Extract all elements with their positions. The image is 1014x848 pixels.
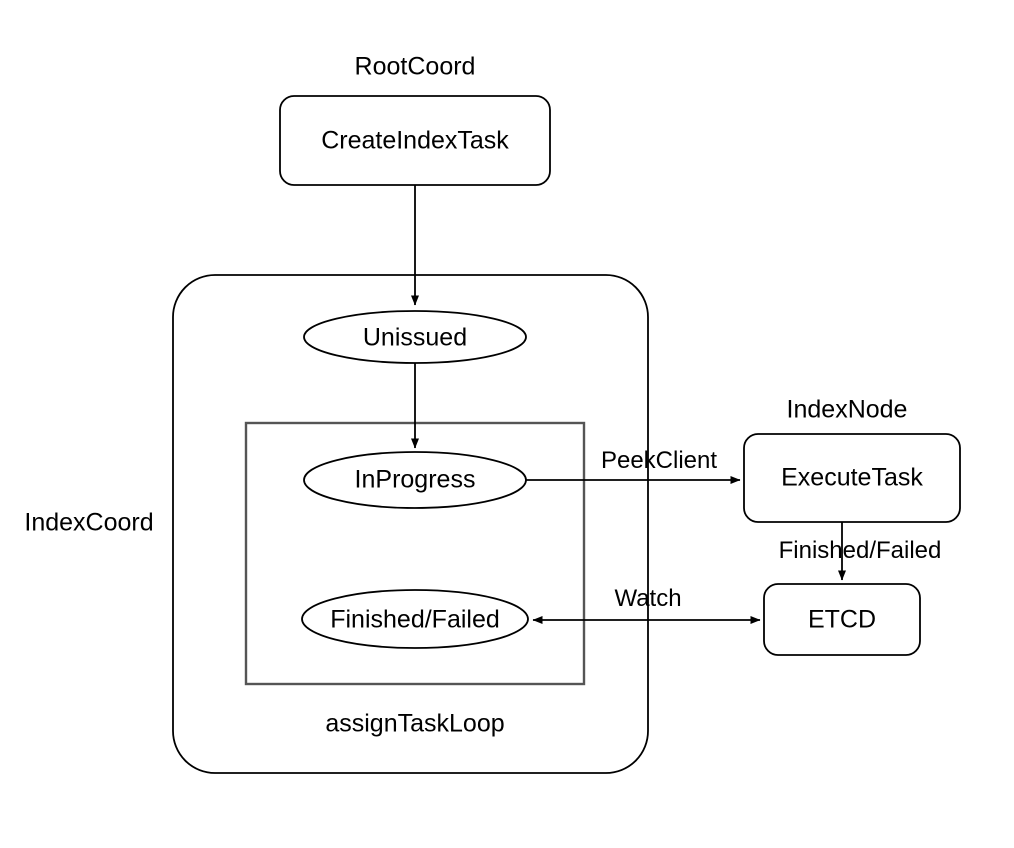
group-indexcoord-box: [172, 274, 649, 774]
group-label-indexcoord: IndexCoord: [24, 508, 154, 537]
node-finished-failed-shape[interactable]: [301, 589, 529, 649]
edge-label-watch: Watch: [614, 585, 682, 612]
group-label-assigntaskloop: assignTaskLoop: [325, 709, 505, 738]
group-label-indexnode: IndexNode: [786, 395, 908, 424]
edge-label-finished-failed: Finished/Failed: [778, 537, 942, 564]
node-etcd-shape[interactable]: [763, 583, 921, 656]
node-label-create-index-task[interactable]: CreateIndexTask: [321, 126, 509, 155]
node-label-unissued[interactable]: Unissued: [362, 323, 468, 352]
node-label-etcd[interactable]: ETCD: [807, 605, 877, 634]
node-execute-task-shape[interactable]: [743, 433, 961, 523]
node-label-execute-task[interactable]: ExecuteTask: [781, 463, 923, 492]
node-label-in-progress[interactable]: InProgress: [354, 465, 476, 494]
node-label-finished-failed[interactable]: Finished/Failed: [330, 605, 500, 634]
group-label-rootcoord: RootCoord: [354, 52, 476, 81]
edge-label-peekclient: PeekClient: [600, 447, 718, 474]
